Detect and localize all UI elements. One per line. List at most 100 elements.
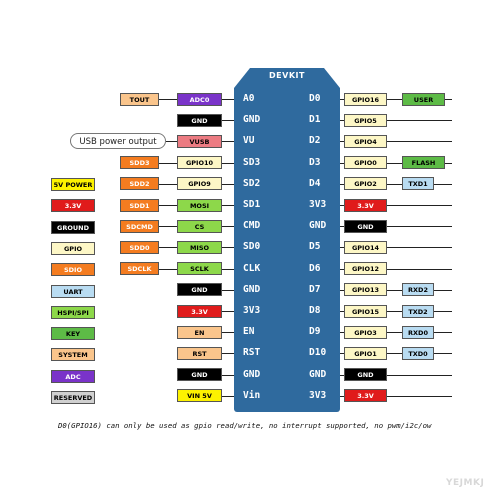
board-notch-left (234, 68, 250, 88)
right-connector (434, 290, 452, 291)
left-pin-label: SDD3 (120, 156, 159, 170)
right-connector (387, 163, 402, 164)
right-connector (340, 396, 344, 397)
left-connector (222, 99, 234, 100)
right-pin-label: GND (344, 219, 387, 233)
left-connector (222, 269, 234, 270)
left-pin-label: GND (177, 113, 222, 127)
right-pin-label: GPIO15 (344, 304, 387, 318)
right-pin-label: RXD0 (402, 325, 434, 339)
legend-item: GPIO (51, 241, 95, 255)
right-connector (387, 396, 452, 397)
right-connector (340, 269, 344, 270)
right-pin-label: GPIO13 (344, 283, 387, 297)
board-pin-left: EN (243, 326, 255, 338)
devkit-board (234, 68, 340, 412)
right-connector (434, 353, 452, 354)
left-connector (222, 375, 234, 376)
board-pin-left: GND (243, 114, 261, 126)
right-connector (340, 120, 344, 121)
left-connector (159, 205, 177, 206)
board-pin-left: CMD (243, 220, 261, 232)
left-connector (159, 269, 177, 270)
board-pin-left: RST (243, 347, 261, 359)
right-connector (387, 184, 402, 185)
left-pin-label: MISO (177, 240, 222, 254)
left-connector (159, 247, 177, 248)
left-connector (222, 163, 234, 164)
left-pin-label: SDCMD (120, 219, 159, 233)
right-connector (434, 184, 452, 185)
left-pin-label: VUSB (177, 134, 222, 148)
legend-item: SDIO (51, 263, 95, 277)
left-pin-label: GPIO10 (177, 156, 222, 170)
board-title: DEVKIT (269, 71, 305, 80)
board-pin-right: D8 (309, 305, 321, 316)
right-connector (340, 332, 344, 333)
left-connector (222, 353, 234, 354)
right-connector (387, 99, 402, 100)
legend-item: KEY (51, 327, 95, 341)
left-connector (222, 247, 234, 248)
board-notch-right (324, 68, 340, 88)
left-connector (222, 396, 234, 397)
board-pin-right: 3V3 (309, 389, 327, 401)
board-pin-right: D1 (309, 114, 321, 126)
footnote: D0(GPIO16) can only be used as gpio read… (58, 421, 432, 430)
right-connector (387, 290, 402, 291)
right-connector (340, 226, 344, 227)
right-pin-label: TXD1 (402, 177, 434, 191)
board-pin-right: 3V3 (309, 199, 327, 210)
right-connector (387, 269, 452, 270)
right-pin-label: GPIO16 (344, 92, 387, 106)
right-connector (340, 247, 344, 248)
left-connector (222, 290, 234, 291)
legend-item: ADC (51, 369, 95, 383)
board-pin-left: Vin (243, 389, 261, 401)
right-connector (387, 120, 452, 121)
left-connector (159, 163, 177, 164)
legend-item: HSPI/SPI (51, 305, 95, 319)
left-connector (159, 99, 177, 100)
right-connector (387, 141, 452, 142)
left-pin-label: GPIO9 (177, 177, 222, 191)
legend-item: 5V POWER (51, 178, 95, 191)
right-pin-label: GPIO5 (344, 113, 387, 127)
left-pin-label: SDD2 (120, 177, 159, 191)
right-connector (434, 332, 452, 333)
right-connector (387, 375, 452, 376)
left-pin-label: EN (177, 325, 222, 339)
board-pin-right: GND (309, 220, 327, 232)
board-pin-right: GND (309, 368, 327, 380)
right-connector (387, 205, 452, 206)
board-pin-left: SD1 (243, 199, 261, 210)
right-connector (340, 205, 344, 206)
right-pin-label: TXD2 (402, 304, 434, 318)
right-pin-label: RXD2 (402, 283, 434, 297)
right-connector (340, 375, 344, 376)
right-connector (387, 353, 402, 354)
right-connector (340, 184, 344, 185)
board-pin-left: VU (243, 135, 255, 147)
left-connector (159, 226, 177, 227)
board-pin-left: SD3 (243, 156, 261, 168)
legend-item: RESERVED (51, 391, 95, 404)
legend-item: 3.3V (51, 199, 95, 213)
right-pin-label: GPIO4 (344, 134, 387, 148)
left-pin-label: CS (177, 219, 222, 233)
left-pin-label: GND (177, 283, 222, 297)
left-connector (222, 226, 234, 227)
left-pin-label: ADC0 (177, 92, 222, 106)
right-connector (445, 99, 452, 100)
right-pin-label: GPIO12 (344, 262, 387, 276)
left-pin-label: VIN 5V (177, 389, 222, 403)
right-connector (387, 332, 402, 333)
right-connector (445, 163, 452, 164)
board-pin-left: 3V3 (243, 305, 261, 316)
legend-item: SYSTEM (51, 348, 95, 362)
left-pin-label: TOUT (120, 92, 159, 106)
right-pin-label: GPIO1 (344, 346, 387, 360)
board-pin-right: D0 (309, 93, 321, 104)
right-connector (387, 311, 402, 312)
left-connector (222, 120, 234, 121)
